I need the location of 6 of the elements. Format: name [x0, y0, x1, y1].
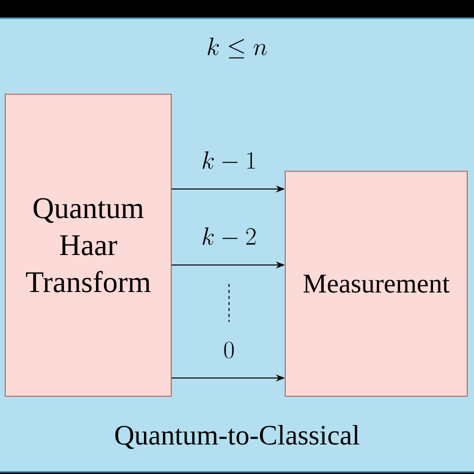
edge-label: $k-2$: [200, 226, 258, 248]
process-box: Quantum Haar Transform: [4, 94, 172, 397]
panel-title: Quantum-to-Classical: [115, 425, 360, 449]
edge-label: $k-1$: [200, 150, 258, 172]
condition-label: $k \le n$: [208, 38, 267, 58]
process-box: Measurement: [284, 170, 468, 397]
